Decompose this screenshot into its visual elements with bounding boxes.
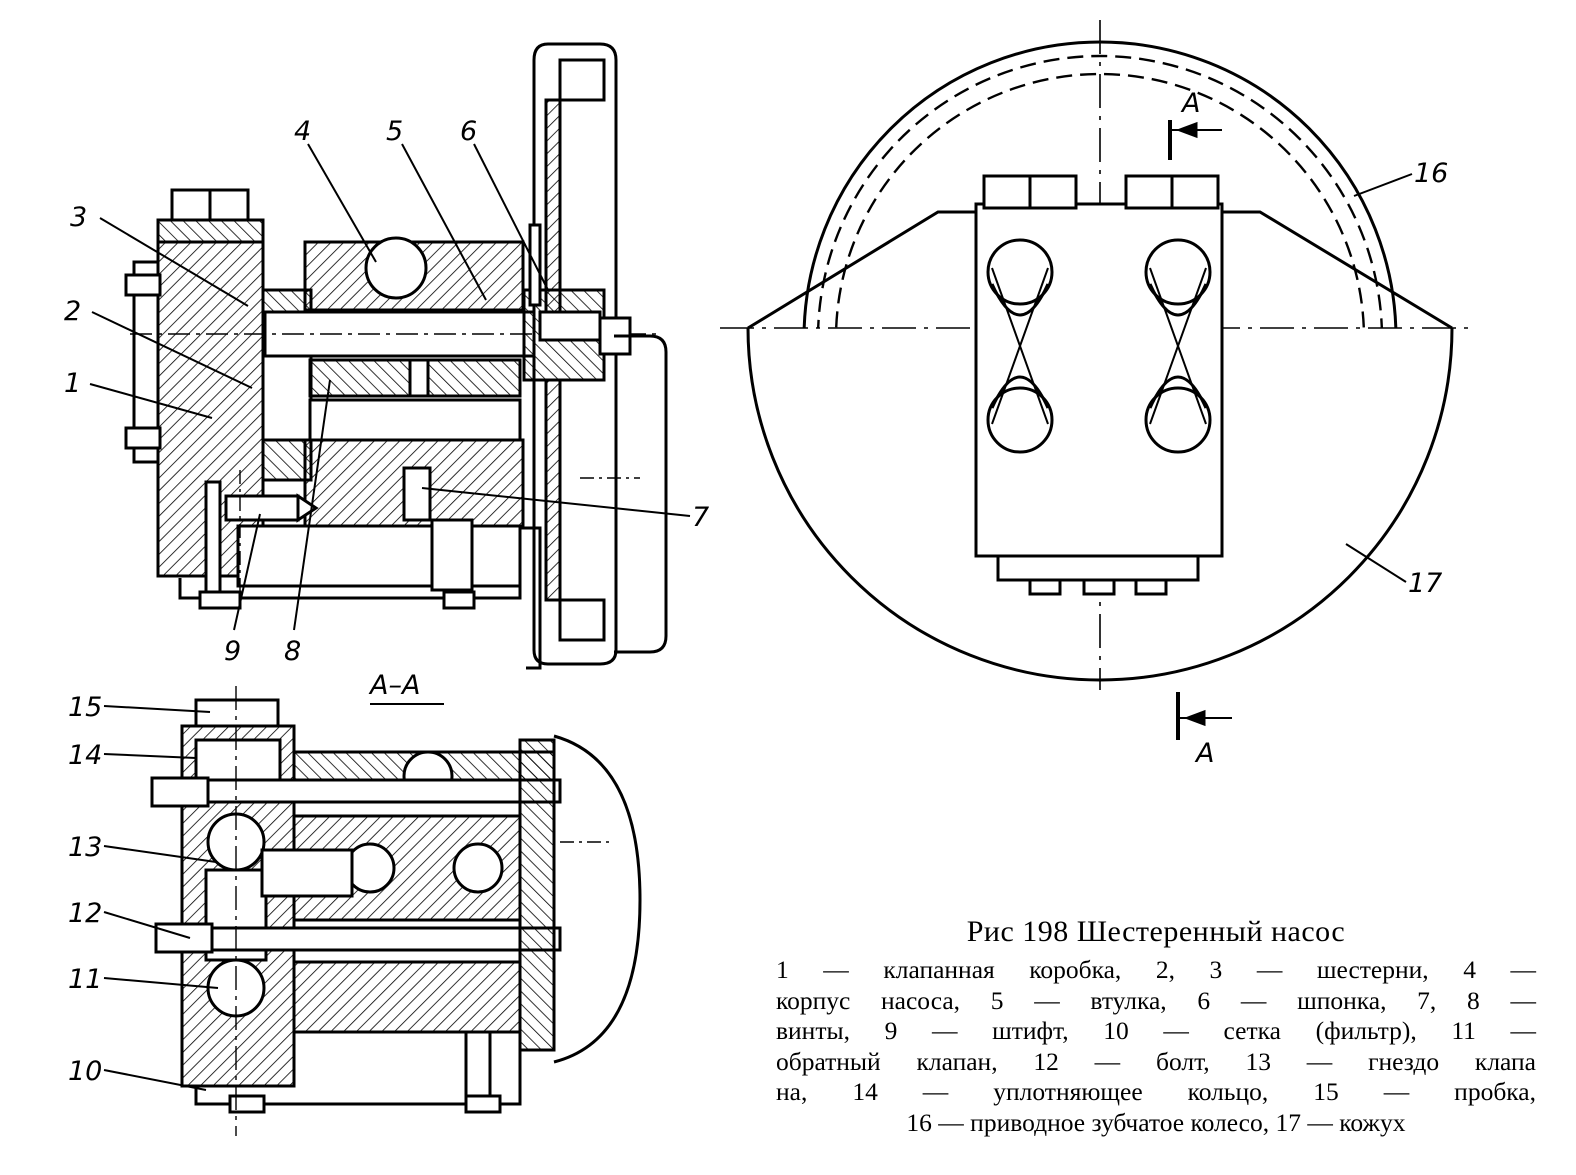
callout-1: 1: [64, 368, 81, 399]
callout-17: 17: [1408, 568, 1442, 599]
callout-7: 7: [692, 502, 709, 533]
end-view: [720, 20, 1470, 740]
left-lug: [986, 238, 1054, 454]
caption-line-5: на, 14 — уплотняющее кольцо, 15 — пробка…: [776, 1077, 1536, 1106]
caption-title: Рис 198 Шестеренный насос: [966, 915, 1346, 948]
leader-lines-view1: [89, 143, 691, 631]
callout-14: 14: [68, 740, 102, 771]
caption-line-6: 16 — приводное зубчатое колесо, 17 — кож…: [906, 1107, 1406, 1137]
callout-2: 2: [64, 296, 81, 327]
callout-13: 13: [68, 832, 102, 863]
callouts-view2: 15 14 13 12 11 10: [68, 692, 102, 1087]
leader-lines-view3: [1345, 173, 1413, 583]
caption-line-2: корпус насоса, 5 — втулка, 6 — шпонка, 7…: [776, 985, 1536, 1015]
caption-line-4: обратный клапан, 12 — болт, 13 — гнездо …: [776, 1046, 1536, 1076]
longitudinal-section-view: [124, 42, 668, 670]
leader-lines-view2: [103, 705, 219, 1091]
callout-12: 12: [68, 898, 102, 929]
figure-caption: Рис 198 Шестеренный насос 1 — клапанная …: [776, 915, 1536, 1138]
caption-body: 1 — клапанная коробка, 2, 3 — шестерни, …: [776, 955, 1536, 1138]
callout-15: 15: [68, 692, 102, 723]
callout-8: 8: [284, 636, 301, 667]
caption-line-1: 1 — клапанная коробка, 2, 3 — шестерни, …: [776, 955, 1536, 984]
callout-11: 11: [68, 964, 102, 995]
right-lug: [1144, 238, 1212, 454]
callout-5: 5: [386, 116, 403, 147]
callout-3: 3: [70, 202, 87, 233]
section-marker-top: А: [1180, 88, 1200, 119]
section-aa-title: А–А: [368, 670, 420, 701]
section-marker-bottom: А: [1194, 738, 1214, 769]
section-aa-view: [150, 686, 642, 1136]
callout-10: 10: [68, 1056, 102, 1087]
caption-line-3: винты, 9 — штифт, 10 — сетка (фильтр), 1…: [776, 1016, 1536, 1045]
callout-9: 9: [224, 636, 241, 667]
callout-16: 16: [1414, 158, 1448, 189]
callout-4: 4: [294, 116, 311, 147]
callout-6: 6: [460, 116, 477, 147]
callouts-view1: 3 2 1 4 5 6 7 9 8: [64, 116, 709, 667]
